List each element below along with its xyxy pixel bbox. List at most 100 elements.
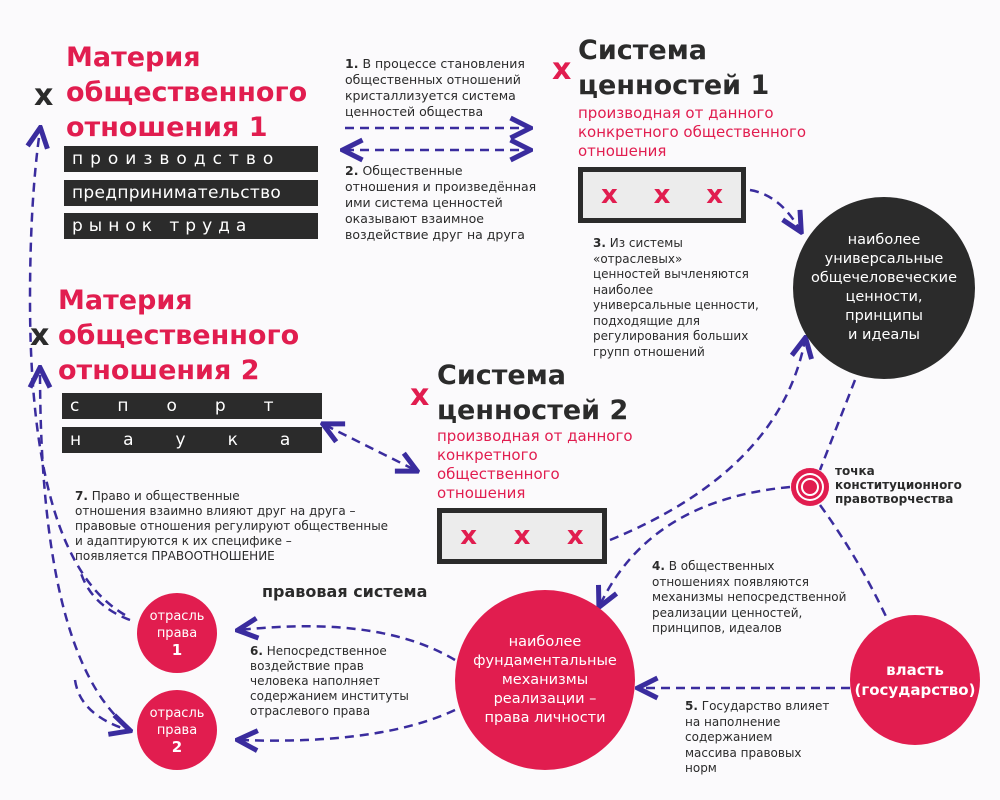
note-line: Непосредственное — [266, 644, 387, 658]
title-line: общественного — [66, 77, 308, 108]
materia2-item: наука — [62, 427, 322, 453]
note-line: человека наполняет — [250, 674, 380, 688]
arrow-3 — [749, 188, 800, 230]
materia2-title: Материя общественного отношения 2 — [58, 283, 299, 388]
title-line: Материя — [58, 285, 193, 316]
note-line: Право и общественные — [91, 489, 240, 503]
system1-mark: x — [552, 52, 572, 87]
subtitle-line: отношения — [578, 142, 667, 160]
note-number: 4. — [652, 559, 665, 573]
title-line: отношения 1 — [66, 112, 268, 143]
note-number: 3. — [593, 236, 606, 250]
circle-line: принципы — [845, 308, 923, 324]
note-line: регулирования больших — [593, 329, 749, 343]
note-line: норм — [685, 761, 717, 775]
materia1-item: рынок труда — [64, 213, 318, 239]
note-line: универсальные ценности, — [593, 298, 759, 312]
materia2-mark: x — [30, 318, 50, 353]
title-line: отношения 2 — [58, 355, 260, 386]
note-line: Государство влияет — [701, 699, 830, 713]
circle-line: универсальные — [824, 251, 944, 267]
note-line: подходящие для — [593, 313, 700, 328]
arrow-6b — [240, 708, 456, 741]
note-line: принципов, идеалов — [652, 621, 782, 635]
note-line: отношения и произведённая — [345, 179, 537, 194]
circle-line: ценности, — [845, 289, 923, 305]
value-mark: x — [513, 521, 531, 551]
circle-line: фундаментальные — [473, 652, 617, 669]
circle-line: отрасль — [149, 705, 205, 721]
note-line: содержанием институты — [250, 689, 409, 703]
note-line: появляется ПРАВООТНОШЕНИЕ — [75, 549, 275, 563]
note-line: В общественных — [668, 559, 775, 573]
circle-line: 1 — [171, 640, 183, 659]
note-line: общественных отношений — [345, 72, 521, 87]
subtitle-line: производная от данного — [578, 104, 774, 122]
circle-line: 2 — [171, 737, 183, 756]
legal-system-label: правовая система — [262, 582, 428, 601]
note-line: В процессе становления — [362, 56, 525, 71]
circle-line: власть — [886, 661, 944, 679]
value-mark: x — [706, 180, 724, 210]
note-line: Из системы — [609, 236, 683, 250]
arrow-point-center — [600, 485, 791, 605]
label-line: конституционного — [835, 478, 962, 492]
circle-line: наиболее — [508, 633, 582, 650]
label-line: точка — [835, 464, 875, 478]
note-line: реализации ценностей, — [652, 605, 803, 620]
note-line: групп отношений — [593, 344, 705, 359]
circle-line: (государство) — [854, 681, 976, 699]
title-line: ценностей 1 — [578, 70, 770, 101]
power-state-circle: власть (государство) — [850, 615, 980, 745]
materia1-mark: x — [34, 78, 54, 113]
value-mark: x — [653, 180, 671, 210]
universal-values-circle: наиболее универсальные общечеловеческие цен… — [793, 197, 975, 379]
note-line: Общественные — [362, 163, 463, 178]
title-line: общественного — [58, 320, 300, 351]
arrow-7-mid — [40, 370, 126, 726]
circle-line: реализации – — [493, 690, 597, 707]
note-line: ими система ценностей — [345, 195, 503, 210]
note-3: 3. Из системы«отраслевых»ценностей вычле… — [593, 236, 793, 360]
arrow-6a — [240, 626, 456, 662]
materia2-item: спорт — [62, 393, 322, 419]
note-line: наиболее — [593, 282, 654, 297]
value-mark: x — [566, 521, 584, 551]
note-number: 5. — [685, 699, 698, 713]
materia1-item: производство — [64, 146, 318, 172]
subtitle-line: общественного — [437, 465, 560, 483]
circle-line: и идеалы — [847, 327, 920, 343]
circle-line: общечеловеческие — [810, 270, 958, 286]
note-line: ценностей вычленяются — [593, 267, 749, 281]
note-line: и адаптируются к их специфике – — [75, 534, 292, 548]
note-line: отношениях появляются — [652, 574, 809, 589]
title-line: ценностей 2 — [437, 395, 629, 426]
note-number: 6. — [250, 644, 263, 658]
arrow-7-top — [30, 130, 126, 617]
note-line: на наполнение — [685, 714, 781, 729]
note-line: оказывают взаимное — [345, 211, 484, 226]
note-line: воздействие друг на друга — [345, 227, 525, 242]
circle-line: права — [156, 722, 198, 738]
arrow-sys2-univ — [609, 340, 805, 542]
arrow-univ-power — [818, 379, 892, 626]
materia1-item: предпринимательство — [64, 180, 318, 206]
circle-line: наиболее — [847, 232, 921, 248]
note-line: кристаллизуется система — [345, 88, 516, 103]
note-line: отраслевого права — [250, 704, 371, 718]
subtitle-line: отношения — [437, 484, 526, 502]
circle-line: права — [156, 625, 198, 641]
circle-line: права личности — [484, 709, 606, 726]
subtitle-line: конкретного общественного — [578, 123, 807, 141]
